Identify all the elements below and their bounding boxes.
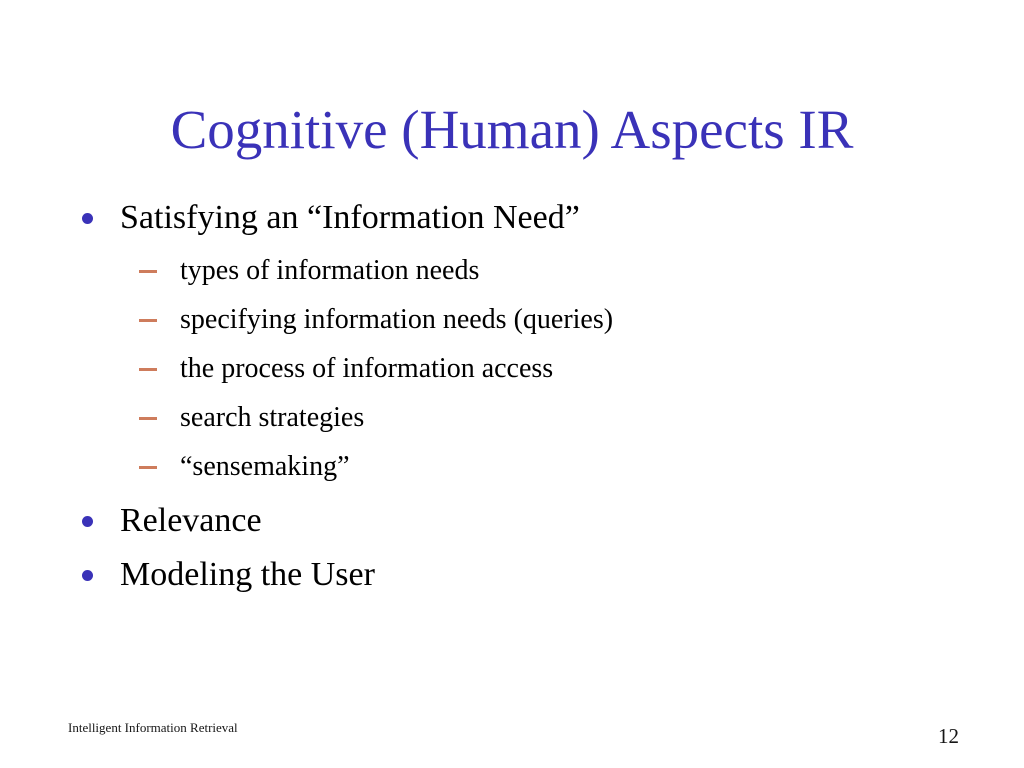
dash-bullet-icon bbox=[139, 319, 157, 322]
bullet-list-level1: Satisfying an “Information Need” types o… bbox=[74, 196, 964, 597]
slide-page-number: 12 bbox=[938, 724, 959, 748]
sub-bullet-label: “sensemaking” bbox=[180, 451, 350, 482]
sub-bullet-item-process: the process of information access bbox=[134, 352, 964, 386]
sub-bullet-label: search strategies bbox=[180, 402, 365, 433]
dash-bullet-icon bbox=[139, 417, 157, 420]
bullet-label: Satisfying an “Information Need” bbox=[120, 199, 580, 236]
bullet-label: Modeling the User bbox=[120, 556, 375, 593]
sub-bullet-item-types: types of information needs bbox=[134, 254, 964, 288]
dash-bullet-icon bbox=[139, 270, 157, 273]
sub-bullet-item-specifying: specifying information needs (queries) bbox=[134, 303, 964, 337]
slide-footer: Intelligent Information Retrieval bbox=[68, 720, 238, 735]
sub-bullet-item-sensemaking: “sensemaking” bbox=[134, 450, 964, 484]
bullet-item-satisfying: Satisfying an “Information Need” types o… bbox=[74, 196, 964, 484]
dash-bullet-icon bbox=[139, 466, 157, 469]
bullet-dot-icon bbox=[82, 516, 93, 527]
sub-bullet-label: specifying information needs (queries) bbox=[180, 304, 614, 335]
bullet-item-relevance: Relevance bbox=[74, 499, 964, 543]
sub-bullet-label: the process of information access bbox=[180, 353, 554, 384]
bullet-dot-icon bbox=[82, 570, 93, 581]
slide-title: Cognitive (Human) Aspects IR bbox=[170, 98, 854, 160]
bullet-dot-icon bbox=[82, 213, 93, 224]
sub-bullet-label: types of information needs bbox=[180, 255, 480, 286]
bullet-label: Relevance bbox=[120, 502, 262, 539]
sub-bullet-item-strategies: search strategies bbox=[134, 401, 964, 435]
slide-body: Satisfying an “Information Need” types o… bbox=[74, 196, 964, 607]
dash-bullet-icon bbox=[139, 368, 157, 371]
bullet-item-modeling-the-user: Modeling the User bbox=[74, 553, 964, 597]
bullet-list-level2: types of information needs specifying in… bbox=[120, 254, 964, 484]
